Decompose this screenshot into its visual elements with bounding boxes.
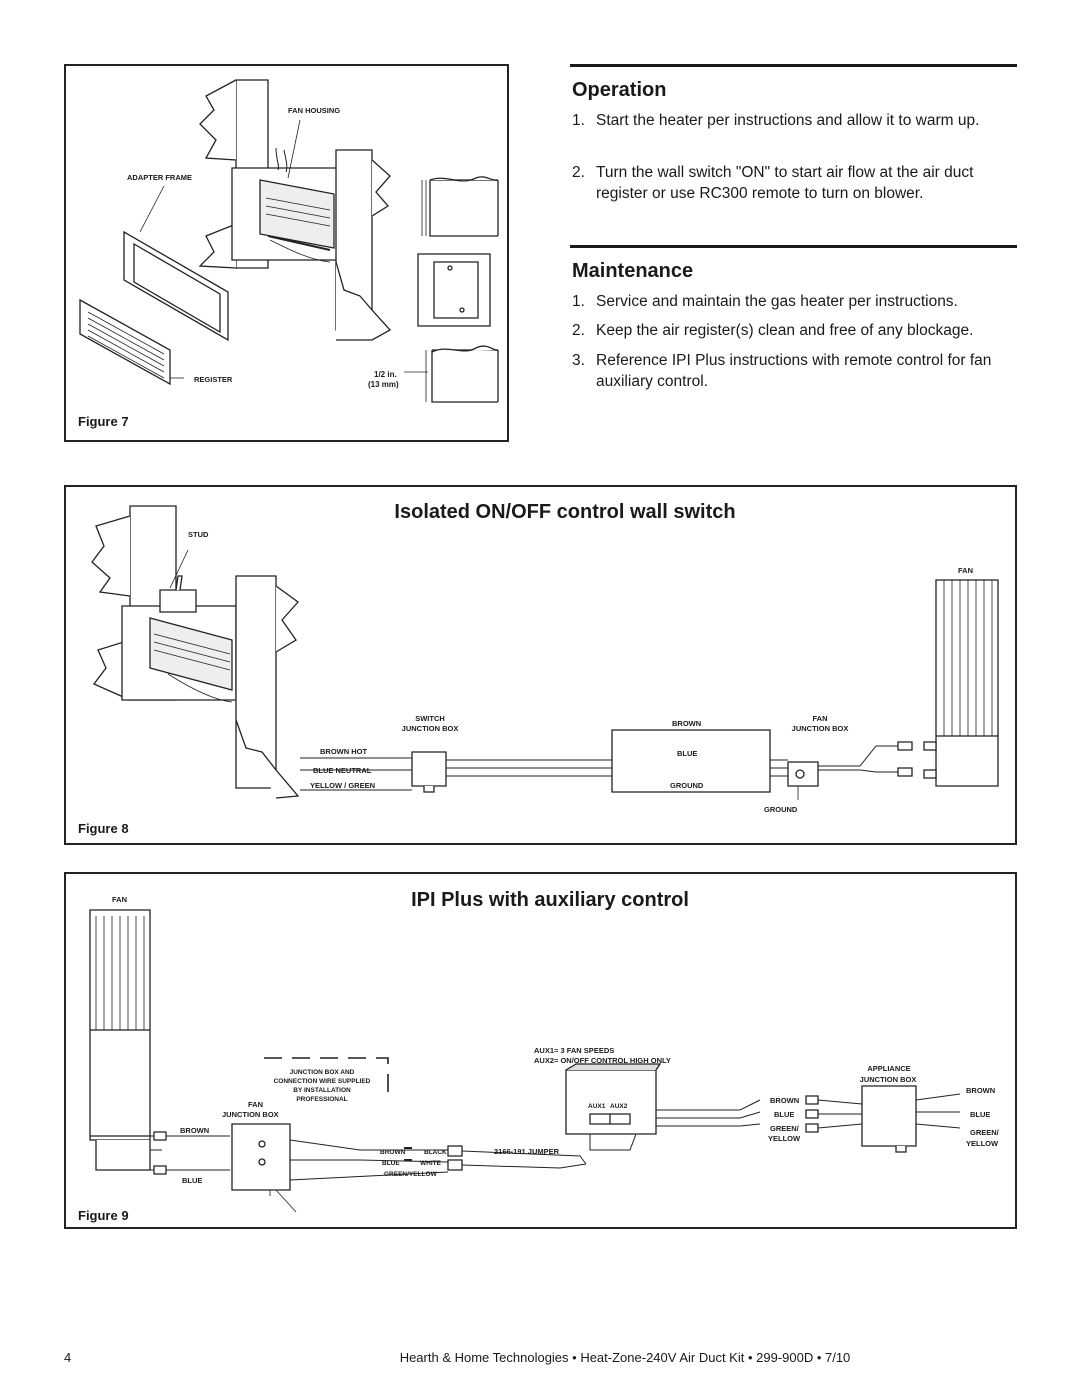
operation-step-1: 1. Start the heater per instructions and… [572, 110, 1018, 131]
label-green-yellow-conn: GREEN/YELLOW [384, 1171, 437, 1178]
label-blue: BLUE [677, 749, 698, 758]
label-brown-left: BROWN [180, 1126, 210, 1135]
label-gap-metric: (13 mm) [368, 380, 399, 389]
label-white-conn: WHITE [420, 1160, 441, 1167]
maintenance-step-1: 1. Service and maintain the gas heater p… [572, 291, 1018, 312]
label-aux2: AUX2 [610, 1103, 628, 1110]
step-text: Service and maintain the gas heater per … [596, 293, 958, 310]
figure-8-title: Isolated ON/OFF control wall switch [394, 501, 736, 523]
label-blue-mid: BLUE [774, 1110, 795, 1119]
label-switch-jb-1: SWITCH [415, 714, 445, 723]
label-yellow-mid: YELLOW [768, 1134, 801, 1143]
step-number: 1. [572, 112, 585, 129]
step-number: 2. [572, 322, 585, 339]
label-fan-housing: FAN HOUSING [288, 106, 341, 115]
label-fan-jb-2: JUNCTION BOX [222, 1110, 279, 1119]
label-ground-mid: GROUND [670, 781, 704, 790]
label-brown-hot: BROWN HOT [320, 747, 368, 756]
label-fan-jb-1: FAN [812, 714, 828, 723]
label-green-mid: GREEN/ [770, 1124, 799, 1133]
maintenance-step-3: 3. Reference IPI Plus instructions with … [572, 350, 1018, 392]
figure-7-box [64, 64, 509, 442]
figure-9-caption: Figure 9 [78, 1208, 129, 1223]
step-text: Turn the wall switch "ON" to start air f… [596, 164, 974, 202]
label-fan-jb-2: JUNCTION BOX [791, 724, 849, 733]
label-fan: FAN [958, 566, 973, 575]
maintenance-step-2: 2. Keep the air register(s) clean and fr… [572, 320, 1018, 341]
maintenance-title: Maintenance [572, 260, 694, 282]
label-black-conn: BLACK [424, 1149, 447, 1156]
label-aux1: AUX1 [588, 1103, 606, 1110]
label-register: REGISTER [194, 375, 233, 384]
label-brown-mid: BROWN [770, 1096, 800, 1105]
label-jumper: 2166-191 JUMPER [494, 1147, 560, 1156]
label-fan-jb-1: FAN [248, 1100, 263, 1109]
label-aux1-speeds: AUX1= 3 FAN SPEEDS [534, 1046, 615, 1055]
footer-text: Hearth & Home Technologies • Heat-Zone-2… [399, 1350, 851, 1365]
label-fan: FAN [112, 895, 127, 904]
label-adapter-frame: ADAPTER FRAME [127, 173, 192, 182]
label-jb-note-2: CONNECTION WIRE SUPPLIED [273, 1078, 371, 1085]
label-blue-conn: BLUE [382, 1160, 400, 1167]
maintenance-rule [570, 245, 1017, 248]
label-brown-right: BROWN [966, 1086, 996, 1095]
figure-9-title: IPI Plus with auxiliary control [411, 889, 689, 911]
label-appliance-jb-1: APPLIANCE [867, 1064, 911, 1073]
label-ground-bottom: GROUND [764, 805, 798, 814]
figure-8-box [64, 485, 1017, 845]
step-text: Start the heater per instructions and al… [596, 112, 980, 129]
figure-8-caption: Figure 8 [78, 821, 129, 836]
label-green-right: GREEN/ [970, 1128, 999, 1137]
step-number: 2. [572, 164, 585, 181]
label-blue-left: BLUE [182, 1176, 203, 1185]
operation-step-2: 2. Turn the wall switch "ON" to start ai… [572, 162, 1018, 204]
label-blue-right: BLUE [970, 1110, 991, 1119]
figure-7-caption: Figure 7 [78, 414, 129, 429]
page-number: 4 [64, 1350, 72, 1365]
step-number: 1. [572, 293, 585, 310]
label-jb-note-1: JUNCTION BOX AND [289, 1069, 355, 1076]
label-brown-conn: BROWN [380, 1149, 406, 1156]
operation-title: Operation [572, 79, 667, 101]
label-switch-jb-2: JUNCTION BOX [401, 724, 459, 733]
label-jb-note-3: BY INSTALLATION [293, 1087, 351, 1094]
label-gap-value: 1/2 in. [374, 370, 397, 379]
step-text: Keep the air register(s) clean and free … [596, 322, 974, 339]
label-jb-note-4: PROFESSIONAL [296, 1096, 348, 1103]
label-yellow-right: YELLOW [966, 1139, 999, 1148]
label-brown: BROWN [672, 719, 702, 728]
label-appliance-jb-2: JUNCTION BOX [859, 1075, 917, 1084]
label-aux2-onoff: AUX2= ON/OFF CONTROL HIGH ONLY [534, 1056, 671, 1065]
operation-rule [570, 64, 1017, 67]
label-yellow-green: YELLOW / GREEN [310, 781, 376, 790]
label-stud: STUD [188, 530, 209, 539]
step-text: Reference IPI Plus instructions with rem… [596, 352, 992, 390]
label-blue-neutral: BLUE NEUTRAL [313, 766, 372, 775]
step-number: 3. [572, 352, 585, 369]
